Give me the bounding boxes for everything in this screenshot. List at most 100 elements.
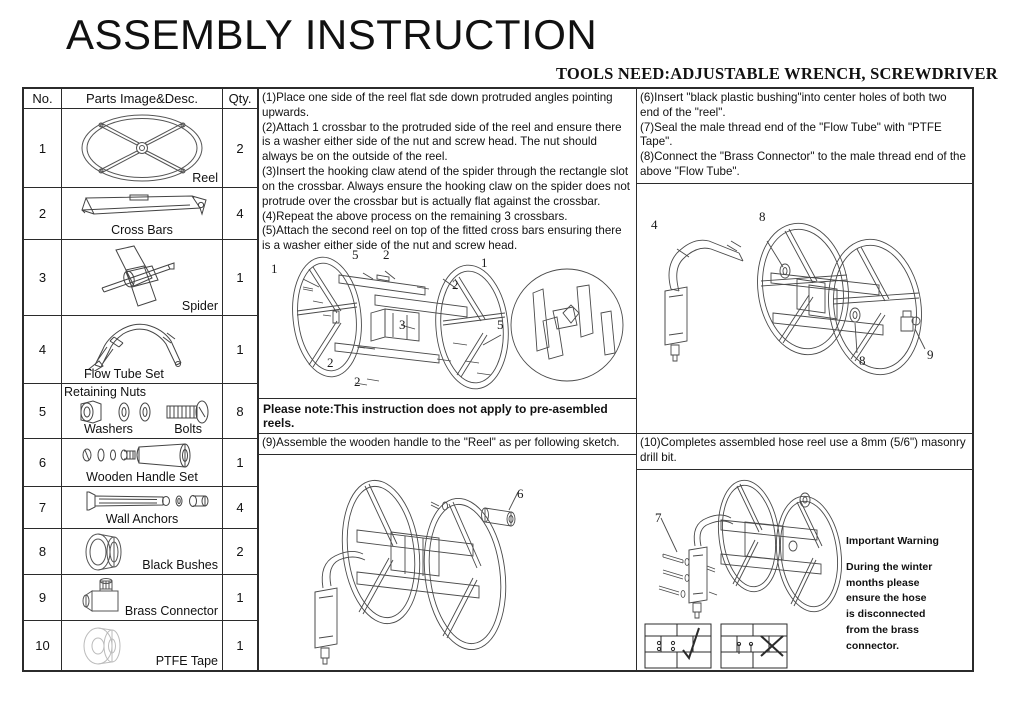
part-image-cell: Wall Anchors [62, 487, 223, 528]
panel-steps-1-5: (1)Place one side of the reel flat sde d… [259, 89, 637, 434]
part-image-cell: Reel [62, 109, 223, 187]
part-number: 7 [24, 487, 62, 528]
callout-2c: 2 [327, 355, 334, 370]
callout-3: 3 [399, 317, 406, 332]
reel-icon [62, 109, 222, 187]
part-qty: 1 [236, 455, 244, 470]
column-header-image-desc: Parts Image&Desc. [62, 89, 223, 108]
flow-tube-icon [62, 316, 222, 383]
tools-needed-label: TOOLS NEED:ADJUSTABLE WRENCH, SCREWDRIVE… [556, 64, 998, 83]
part-image-cell: Flow Tube Set [62, 316, 223, 383]
page-title: ASSEMBLY INSTRUCTION [66, 11, 598, 58]
part-name: Flow Tube Set [84, 367, 164, 381]
part-image-cell: Brass Connector [62, 575, 223, 620]
table-row: 9 Brass Connec [24, 575, 257, 621]
part-name: PTFE Tape [155, 654, 218, 668]
part-qty: 4 [236, 500, 244, 515]
steps-1-5-text: (1)Place one side of the reel flat sde d… [262, 91, 631, 253]
part-image-cell: Spider [62, 240, 223, 315]
part-qty: 2 [236, 140, 244, 156]
part-number: 4 [24, 316, 62, 383]
part-image-cell: Black Bushes [62, 529, 223, 574]
table-row: 3 [24, 240, 257, 316]
callout-5b: 5 [497, 317, 504, 332]
part-name: Black Bushes [142, 558, 218, 572]
table-row: 2 Cross Bars [24, 188, 257, 240]
important-warning-box: Important Warning During the winter mont… [846, 534, 964, 654]
warning-title: Important Warning [846, 535, 939, 547]
part-number: 6 [24, 439, 62, 486]
table-header-row: No. Parts Image&Desc. Qty. [24, 89, 257, 109]
callout-2d: 2 [354, 374, 361, 389]
table-row: 6 [24, 439, 257, 487]
callout-1: 1 [271, 261, 278, 276]
fasteners-icon [62, 384, 222, 438]
part-image-cell: Retaining Nuts [62, 384, 223, 438]
table-row: 10 PTFE Tape 1 [24, 621, 257, 670]
figure-wall-mount-assembly [641, 474, 871, 624]
figure-wooden-handle-assembly [293, 464, 593, 669]
spider-icon [62, 240, 222, 315]
part-name: Reel [192, 171, 218, 185]
table-row: 5 Retaining Nuts [24, 384, 257, 439]
panel-steps-6-8: (6)Insert "black plastic bushing"into ce… [637, 89, 972, 434]
part-name: Brass Connector [124, 604, 218, 618]
callout-8b: 8 [859, 353, 866, 368]
part-qty: 4 [236, 206, 244, 221]
part-number: 2 [24, 188, 62, 239]
figure-drill-template [643, 622, 793, 670]
part-name: Washers [84, 422, 133, 436]
step-9-text: (9)Assemble the wooden handle to the "Re… [259, 434, 636, 455]
panel-step-9: (9)Assemble the wooden handle to the "Re… [259, 434, 637, 670]
part-number: 3 [24, 240, 62, 315]
part-qty: 1 [236, 342, 244, 357]
callout-8: 8 [759, 209, 766, 224]
crossbar-icon [62, 188, 222, 239]
instruction-sheet: No. Parts Image&Desc. Qty. 1 [22, 87, 974, 672]
part-name-bolts: Bolts [174, 422, 202, 436]
please-note: Please note:This instruction does not ap… [259, 398, 636, 433]
part-number: 5 [24, 384, 62, 438]
table-row: 7 [24, 487, 257, 529]
part-qty: 1 [236, 638, 244, 653]
wooden-handle-icon [62, 439, 222, 486]
black-bush-icon [62, 529, 222, 574]
part-qty: 2 [236, 544, 244, 559]
part-image-cell: Wooden Handle Set [62, 439, 223, 486]
steps-6-8-text: (6)Insert "black plastic bushing"into ce… [637, 89, 972, 184]
callout-1b: 1 [481, 255, 488, 270]
warning-body: During the winter months please ensure t… [846, 560, 933, 652]
part-number: 1 [24, 109, 62, 187]
part-qty: 1 [236, 270, 244, 285]
part-image-cell: Cross Bars [62, 188, 223, 239]
callout-9: 9 [927, 347, 934, 362]
part-number: 9 [24, 575, 62, 620]
part-qty: 1 [236, 590, 244, 605]
wall-anchor-icon [62, 487, 222, 528]
part-name: Cross Bars [111, 223, 173, 237]
part-number: 10 [24, 621, 62, 670]
part-qty: 8 [236, 403, 244, 419]
callout-2: 2 [383, 247, 390, 262]
instruction-panels: (1)Place one side of the reel flat sde d… [259, 89, 972, 670]
table-row: 8 Black Bushes 2 [24, 529, 257, 575]
column-header-no: No. [24, 89, 62, 108]
part-name: Spider [181, 299, 218, 313]
part-image-cell: PTFE Tape [62, 621, 223, 670]
callout-2b: 2 [452, 277, 459, 292]
callout-5: 5 [352, 247, 359, 262]
table-row: 1 [24, 109, 257, 188]
callout-6: 6 [517, 486, 524, 501]
part-name: Wall Anchors [105, 512, 179, 526]
part-name: Wooden Handle Set [86, 470, 198, 484]
ptfe-tape-icon [62, 621, 222, 670]
table-row: 4 [24, 316, 257, 384]
panel-step-10: (10)Completes assembled hose reel use a … [637, 434, 972, 670]
figure-bushing-connector [647, 209, 972, 394]
step-10-text: (10)Completes assembled hose reel use a … [637, 434, 972, 470]
column-header-qty: Qty. [228, 91, 252, 106]
part-name-retaining-nuts: Retaining Nuts [64, 385, 146, 399]
brass-connector-icon [62, 575, 222, 620]
callout-7: 7 [655, 510, 662, 525]
parts-table: No. Parts Image&Desc. Qty. 1 [24, 89, 259, 670]
